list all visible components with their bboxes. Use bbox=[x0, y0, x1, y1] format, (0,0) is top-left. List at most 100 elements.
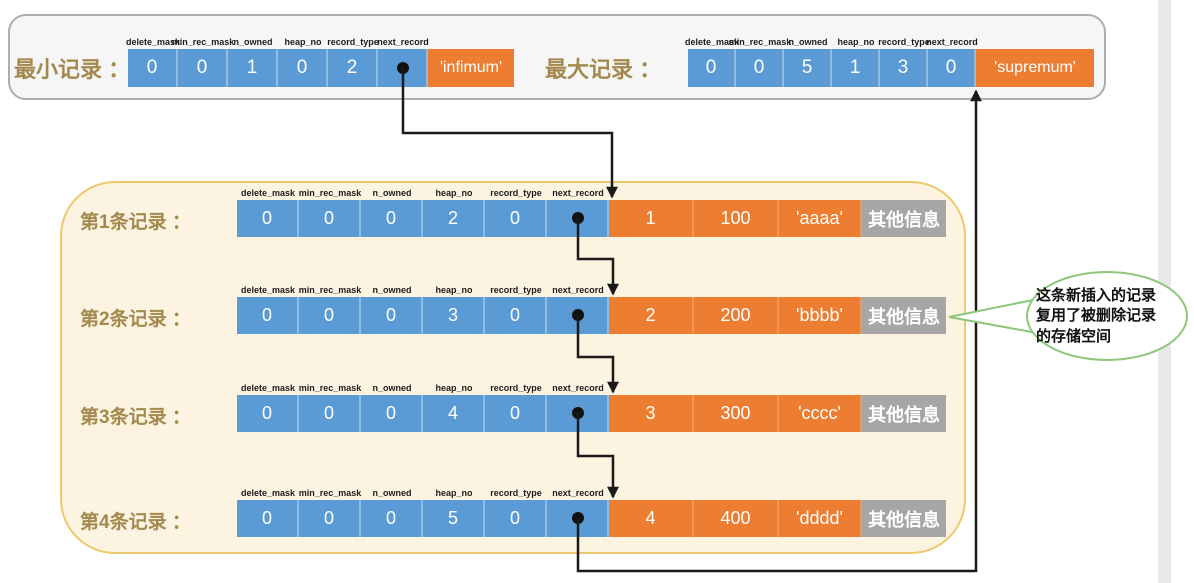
record2-other-info-cell: 其他信息 bbox=[862, 297, 946, 334]
field-header-delete-mask: delete_mask bbox=[240, 383, 296, 393]
field-header-min-rec-mask: min_rec_mask bbox=[728, 37, 792, 47]
field-header-min-rec-mask: min_rec_mask bbox=[298, 285, 362, 295]
field-header-n-owned: n_owned bbox=[372, 488, 412, 498]
record2-delete-mask-cell: 0 bbox=[237, 297, 299, 334]
record2-cells: 0 0 0 3 0 2 200 'bbbb' 其他信息 bbox=[237, 297, 946, 334]
field-header-n-owned: n_owned bbox=[372, 188, 412, 198]
record1-delete-mask-cell: 0 bbox=[237, 200, 299, 237]
field-header-record-type: record_type bbox=[490, 488, 542, 498]
record3-field-headers: delete_mask min_rec_mask n_owned heap_no… bbox=[237, 379, 609, 393]
field-header-record-type: record_type bbox=[490, 188, 542, 198]
record1-text-cell: 'aaaa' bbox=[779, 200, 862, 237]
field-header-next-record: next_record bbox=[552, 488, 604, 498]
infimum-delete-mask-cell: 0 bbox=[128, 49, 178, 87]
record1-cells: 0 0 0 2 0 1 100 'aaaa' 其他信息 bbox=[237, 200, 946, 237]
field-header-n-owned: n_owned bbox=[788, 37, 828, 47]
supremum-heap-no-cell: 1 bbox=[832, 49, 880, 87]
supremum-n-owned-cell: 5 bbox=[784, 49, 832, 87]
record1-label: 第1条记录 ： bbox=[80, 212, 191, 233]
record1-record-type-cell: 0 bbox=[485, 200, 547, 237]
record4-text-cell: 'dddd' bbox=[779, 500, 862, 537]
infimum-field-headers: delete_mask min_rec_mask n_owned heap_no… bbox=[125, 33, 429, 47]
record2-label: 第2条记录 ： bbox=[80, 309, 191, 330]
record4-n-owned-cell: 0 bbox=[361, 500, 423, 537]
record3-heap-no-cell: 4 bbox=[423, 395, 485, 432]
record4-field-headers: delete_mask min_rec_mask n_owned heap_no… bbox=[237, 484, 609, 498]
field-header-heap-no: heap_no bbox=[435, 383, 473, 393]
record3-delete-mask-cell: 0 bbox=[237, 395, 299, 432]
record4-record-type-cell: 0 bbox=[485, 500, 547, 537]
record3-id-cell: 3 bbox=[609, 395, 694, 432]
field-header-min-rec-mask: min_rec_mask bbox=[171, 37, 235, 47]
record2-min-rec-mask-cell: 0 bbox=[299, 297, 361, 334]
field-header-n-owned: n_owned bbox=[233, 37, 273, 47]
record4-heap-no-cell: 5 bbox=[423, 500, 485, 537]
record2-record-type-cell: 0 bbox=[485, 297, 547, 334]
field-header-n-owned: n_owned bbox=[372, 383, 412, 393]
field-header-delete-mask: delete_mask bbox=[240, 285, 296, 295]
field-header-next-record: next_record bbox=[926, 37, 978, 47]
record1-min-rec-mask-cell: 0 bbox=[299, 200, 361, 237]
min-record-label: 最小记录 ： bbox=[14, 57, 131, 82]
field-header-next-record: next_record bbox=[377, 37, 429, 47]
record1-next-record-cell bbox=[547, 200, 609, 237]
infimum-record-cells: 0 0 1 0 2 'infimum' bbox=[128, 49, 514, 87]
supremum-delete-mask-cell: 0 bbox=[688, 49, 736, 87]
field-header-next-record: next_record bbox=[552, 383, 604, 393]
callout-line-2: 复用了被删除记录 bbox=[1036, 307, 1157, 325]
record1-value-cell: 100 bbox=[694, 200, 779, 237]
field-header-delete-mask: delete_mask bbox=[240, 488, 296, 498]
field-header-heap-no: heap_no bbox=[837, 37, 875, 47]
callout-annotation: 这条新插入的记录 复用了被删除记录 的存储空间 bbox=[1036, 286, 1186, 347]
field-header-next-record: next_record bbox=[552, 188, 604, 198]
supremum-record-type-cell: 3 bbox=[880, 49, 928, 87]
field-header-min-rec-mask: min_rec_mask bbox=[298, 488, 362, 498]
field-header-delete-mask: delete_mask bbox=[125, 37, 181, 47]
field-header-heap-no: heap_no bbox=[435, 188, 473, 198]
record2-value-cell: 200 bbox=[694, 297, 779, 334]
field-header-heap-no: heap_no bbox=[284, 37, 322, 47]
record2-field-headers: delete_mask min_rec_mask n_owned heap_no… bbox=[237, 281, 609, 295]
record3-record-type-cell: 0 bbox=[485, 395, 547, 432]
callout-line-3: 的存储空间 bbox=[1036, 327, 1112, 345]
supremum-record-cells: 0 0 5 1 3 0 'supremum' bbox=[688, 49, 1094, 87]
infimum-n-owned-cell: 1 bbox=[228, 49, 278, 87]
record4-value-cell: 400 bbox=[694, 500, 779, 537]
record3-text-cell: 'cccc' bbox=[779, 395, 862, 432]
record3-value-cell: 300 bbox=[694, 395, 779, 432]
record2-id-cell: 2 bbox=[609, 297, 694, 334]
record2-n-owned-cell: 0 bbox=[361, 297, 423, 334]
record3-next-record-cell bbox=[547, 395, 609, 432]
field-header-min-rec-mask: min_rec_mask bbox=[298, 383, 362, 393]
infimum-record-type-cell: 2 bbox=[328, 49, 378, 87]
field-header-min-rec-mask: min_rec_mask bbox=[298, 188, 362, 198]
record2-text-cell: 'bbbb' bbox=[779, 297, 862, 334]
max-record-label: 最大记录 ： bbox=[545, 57, 662, 82]
record1-other-info-cell: 其他信息 bbox=[862, 200, 946, 237]
record1-n-owned-cell: 0 bbox=[361, 200, 423, 237]
field-header-heap-no: heap_no bbox=[435, 488, 473, 498]
record3-n-owned-cell: 0 bbox=[361, 395, 423, 432]
supremum-min-rec-mask-cell: 0 bbox=[736, 49, 784, 87]
field-header-heap-no: heap_no bbox=[435, 285, 473, 295]
record4-id-cell: 4 bbox=[609, 500, 694, 537]
infimum-heap-no-cell: 0 bbox=[278, 49, 328, 87]
record1-id-cell: 1 bbox=[609, 200, 694, 237]
record3-other-info-cell: 其他信息 bbox=[862, 395, 946, 432]
field-header-record-type: record_type bbox=[490, 285, 542, 295]
record2-next-record-cell bbox=[547, 297, 609, 334]
supremum-field-headers: delete_mask min_rec_mask n_owned heap_no… bbox=[684, 33, 978, 47]
record1-field-headers: delete_mask min_rec_mask n_owned heap_no… bbox=[237, 184, 609, 198]
record1-heap-no-cell: 2 bbox=[423, 200, 485, 237]
record3-cells: 0 0 0 4 0 3 300 'cccc' 其他信息 bbox=[237, 395, 946, 432]
callout-line-1: 这条新插入的记录 bbox=[1036, 287, 1157, 304]
record3-label: 第3条记录 ： bbox=[80, 407, 191, 428]
record4-next-record-cell bbox=[547, 500, 609, 537]
field-header-delete-mask: delete_mask bbox=[684, 37, 740, 47]
field-header-n-owned: n_owned bbox=[372, 285, 412, 295]
record3-min-rec-mask-cell: 0 bbox=[299, 395, 361, 432]
supremum-next-record-cell: 0 bbox=[928, 49, 976, 87]
infimum-name-cell: 'infimum' bbox=[428, 49, 514, 87]
supremum-name-cell: 'supremum' bbox=[976, 49, 1094, 87]
field-header-delete-mask: delete_mask bbox=[240, 188, 296, 198]
